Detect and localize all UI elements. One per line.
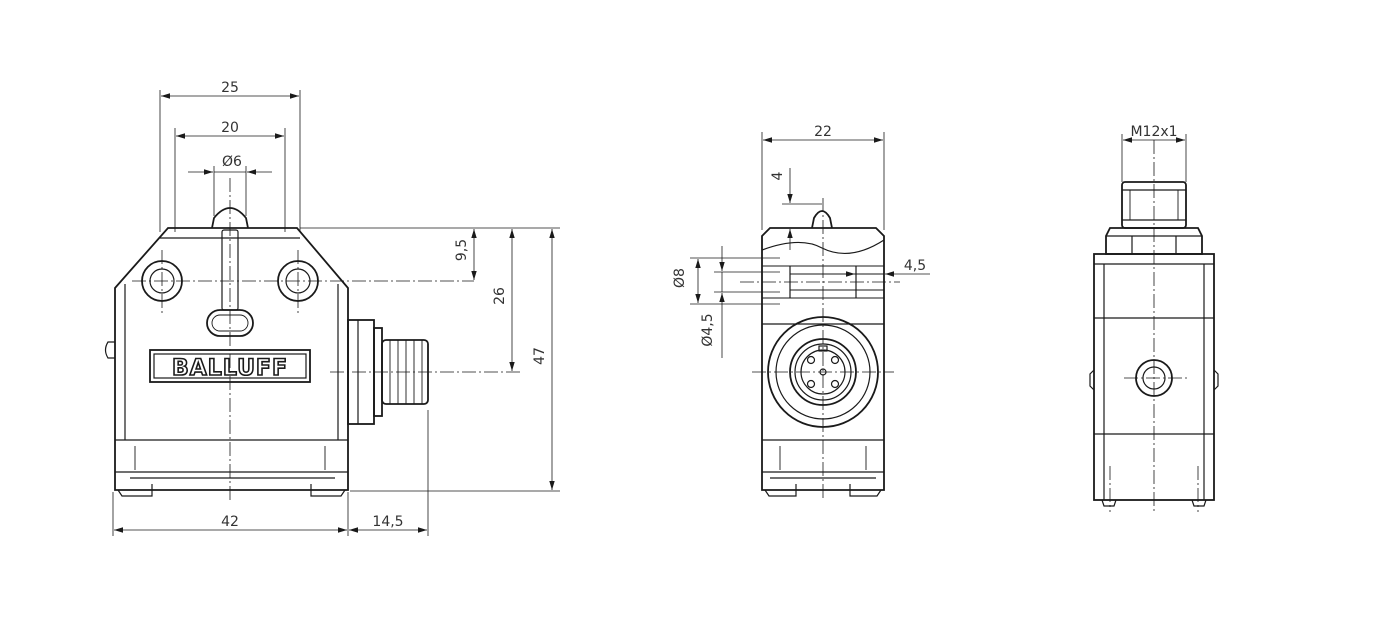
dim-total-height: 47 [532,347,548,365]
dim-connector-length: 14,5 [372,514,403,530]
side-housing [761,227,885,491]
dim-side-width: 22 [814,124,832,140]
break-line [761,239,885,254]
dim-plunger-diameter: Ø6 [222,154,242,170]
side-bump [104,341,115,359]
dim-body-width: 42 [221,514,239,530]
dim-plunger-height: 4 [770,171,786,180]
brand-logo: BALLUFF [172,356,288,381]
right-foot [310,484,346,497]
dim-counterbore-diameter: Ø8 [672,268,688,288]
dim-thread: M12x1 [1130,124,1177,140]
dim-hole-offset: 4,5 [904,258,926,274]
dim-top-to-connector: 26 [492,287,508,305]
end-view: M12x1 [1089,124,1219,512]
left-foot [117,484,153,497]
dim-hole-diameter: Ø4,5 [700,313,716,346]
housing-outline [114,227,349,491]
side-plunger [811,210,833,229]
dim-top-to-holes: 9,5 [454,239,470,261]
side-view: 22 4 Ø8 Ø4,5 4,5 [672,124,930,500]
dim-inner-width: 20 [221,120,239,136]
front-view: BALLUFF 25 20 [104,80,560,536]
dim-overall-width-top: 25 [221,80,239,96]
